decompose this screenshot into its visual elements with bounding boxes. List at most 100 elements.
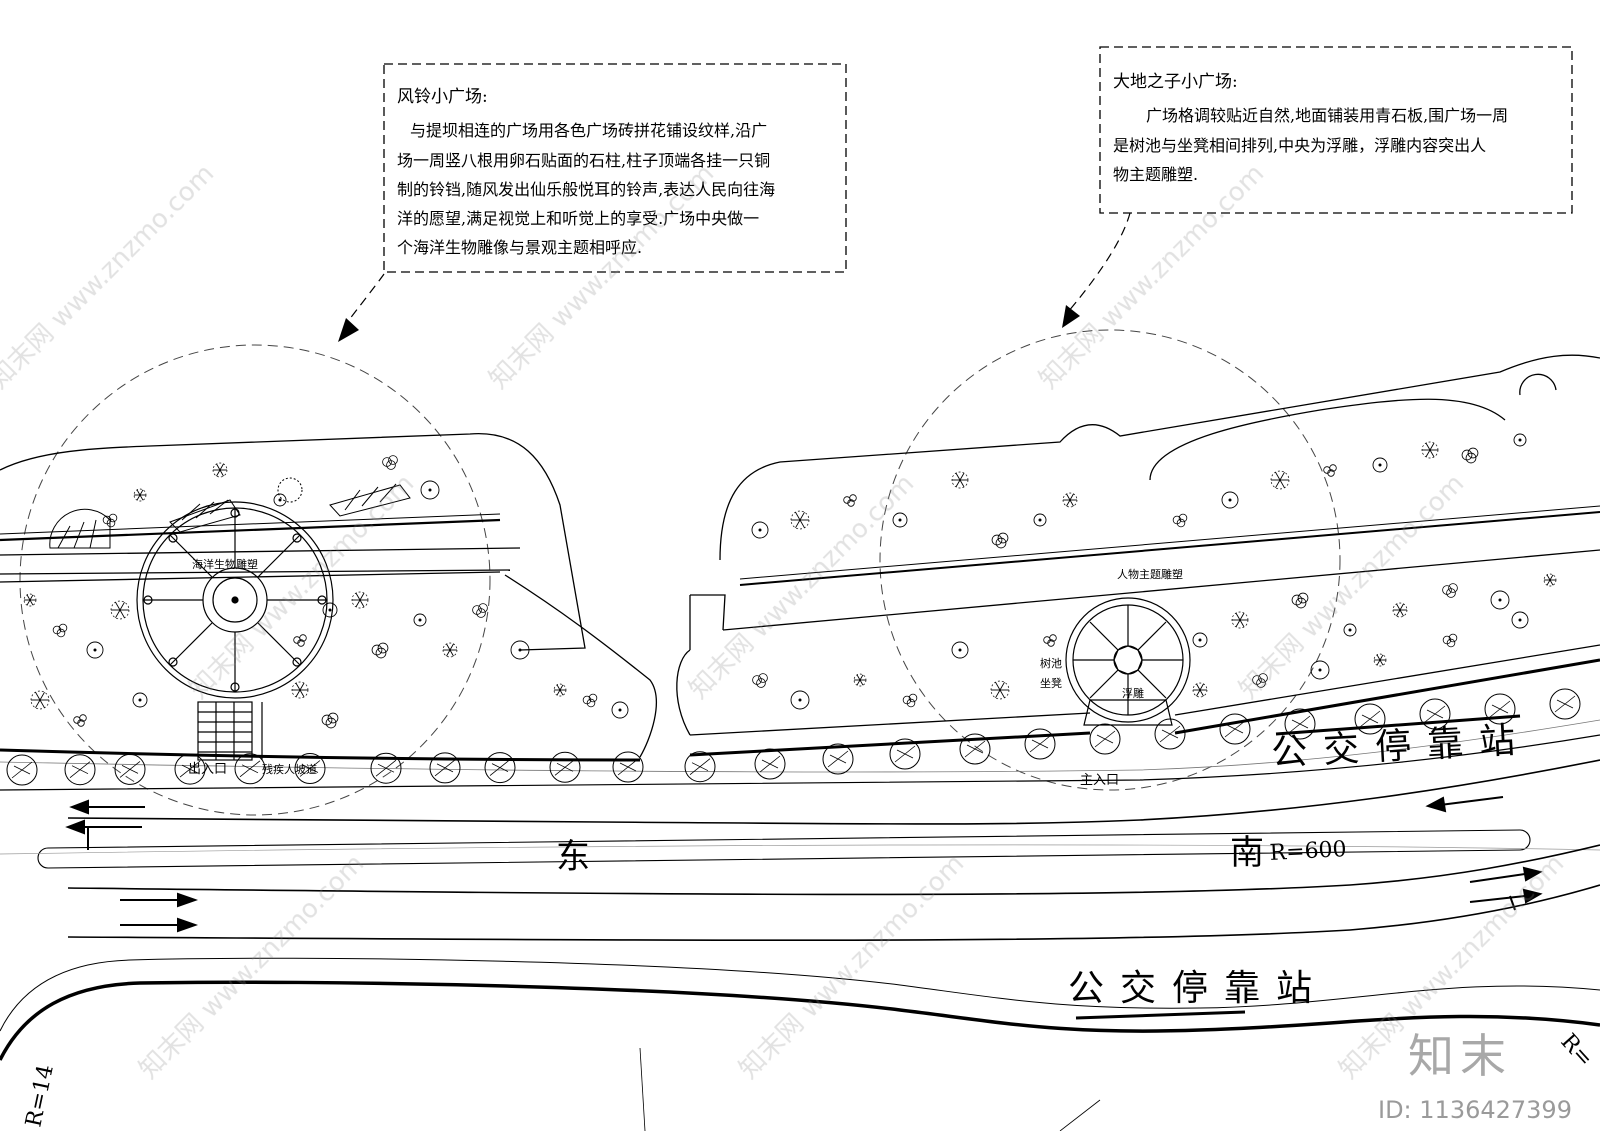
note-line: 制的铃铛,随风发出仙乐般悦耳的铃声,表达人民向往海 [397, 180, 775, 199]
shrub-icon [902, 693, 918, 708]
label-bus-stop-bottom: 公交停靠站 [1068, 968, 1328, 1009]
tree-symbol-icon [1154, 718, 1186, 750]
shrub-icon [1513, 433, 1527, 447]
shrub-icon [382, 455, 398, 470]
label-radius-14: R=14 [21, 1062, 59, 1129]
label-south: 南 [1230, 833, 1264, 873]
shrub-icon [293, 634, 307, 647]
tree-symbol-icon [549, 751, 581, 783]
watermark-text: 知末网 www.znzmo.com [0, 159, 220, 395]
shrub-icon [351, 591, 369, 609]
right-landscape-band [676, 354, 1600, 757]
tree-symbol-icon [1484, 693, 1516, 725]
label-ramp: 残疾人坡道 [262, 762, 317, 776]
shrub-icon [582, 693, 598, 708]
shrub-icon [86, 641, 104, 659]
tree-symbol-icon [754, 748, 786, 780]
ocean-sculpture-wheel [136, 501, 334, 761]
shrub-icon [1490, 590, 1510, 610]
shrub-icon [291, 681, 309, 699]
shrub-icon [951, 641, 969, 659]
shrub-icon [991, 532, 1009, 549]
tree-symbol-icon [294, 753, 326, 784]
shrub-icon [1172, 513, 1188, 528]
arrowhead-icon [338, 318, 359, 342]
shrub-icon [1373, 653, 1387, 667]
watermark-text: 知末网 www.znzmo.com [1234, 469, 1470, 705]
shrub-icon [1343, 623, 1357, 637]
watermark-brand: 知末 [1408, 1029, 1512, 1083]
shrub-icon [1033, 513, 1047, 527]
shrub-icon [321, 712, 339, 729]
shrub-icon [212, 462, 228, 478]
road-lines [0, 714, 1600, 1131]
tree-symbol-icon [64, 754, 96, 786]
watermark-text: 知末网 www.znzmo.com [684, 469, 920, 705]
shrub-icon [990, 680, 1010, 700]
tree-symbol-icon [370, 752, 402, 784]
shrub-icon [133, 488, 147, 502]
note-line: 场一周竖八根用卵石贴面的石柱,柱子顶端各挂一只铜 [397, 151, 770, 170]
tree-symbol-icon [959, 733, 991, 765]
note-line: 广场格调较贴近自然,地面铺装用青石板,围广场一周 [1146, 106, 1508, 125]
shrub-icon [1392, 602, 1408, 618]
label-tree-pit: 树池 [1040, 656, 1062, 670]
shrub-icon [1291, 592, 1309, 609]
shrub-icon [510, 640, 530, 660]
shrub-icon [1461, 447, 1479, 464]
shrub-icon [611, 701, 629, 719]
note-line: 个海洋生物雕像与景观主题相呼应. [397, 238, 642, 257]
shrub-icon [1192, 632, 1208, 648]
street-tree-row [6, 688, 1581, 786]
figure-sculpture-plaza [1065, 597, 1191, 726]
shrub-icon [1043, 634, 1057, 647]
tree-symbol-icon [114, 753, 146, 785]
leader-arrows [344, 212, 1131, 326]
shrub-icon [1421, 441, 1439, 459]
label-relief: 浮雕 [1122, 686, 1144, 700]
shrub-icon [752, 673, 768, 688]
shrub-icon [1372, 457, 1388, 473]
shrub-icon [790, 510, 810, 530]
plan-labels: 海洋生物雕塑 出入口 残疾人坡道 人物主题雕塑 树池 坐凳 浮雕 主入口 [188, 557, 1183, 788]
shrub-icon [853, 673, 867, 687]
shrub-icon [1310, 660, 1330, 680]
arrowhead-icon [1062, 305, 1080, 328]
shrub-icon [273, 493, 287, 507]
traffic-arrows [65, 796, 1543, 933]
label-bench: 坐凳 [1040, 676, 1062, 690]
paving-pattern [49, 477, 411, 549]
shrub-icon [52, 623, 68, 638]
tree-symbol-icon [429, 752, 461, 784]
tree-symbol-icon [1219, 713, 1251, 745]
shrub-icon [413, 613, 427, 627]
tree-symbol-icon [612, 751, 644, 783]
shrub-icon [553, 683, 567, 697]
note-line: 洋的愿望,满足视觉上和听觉上的享受.广场中央做一 [397, 209, 759, 228]
plaza-scope-circle-right [879, 329, 1341, 791]
shrub-icon [102, 513, 118, 528]
label-bus-stop-top: 公交停靠站 [1270, 719, 1532, 774]
note-line: 是树池与坐凳相间排列,中央为浮雕，浮雕内容突出人 [1113, 136, 1486, 155]
shrub-icon [1270, 470, 1290, 490]
watermark-text: 知末网 www.znzmo.com [134, 849, 370, 1085]
shrub-icon [73, 714, 87, 727]
left-landscape-band [0, 433, 657, 762]
shrub-icon [1062, 492, 1078, 508]
tree-symbol-icon [1354, 703, 1386, 735]
tree-symbol-icon [1549, 688, 1581, 720]
shrub-icon [1442, 633, 1458, 648]
shrub-icon [132, 692, 148, 708]
shrub-icon [1442, 583, 1458, 598]
shrub-icon [371, 642, 389, 659]
note-box-wind-chime: 风铃小广场: 与提坝相连的广场用各色广场砖拼花铺设纹样,沿广 场一周竖八根用卵石… [383, 63, 847, 273]
label-ocean-sculpture: 海洋生物雕塑 [192, 557, 258, 571]
note-title-earth-son: 大地之子小广场: [1113, 72, 1238, 92]
tree-symbol-icon [1024, 728, 1056, 760]
tree-symbol-icon [684, 751, 716, 783]
tree-symbol-icon [889, 738, 921, 770]
note-line: 与提坝相连的广场用各色广场砖拼花铺设纹样,沿广 [410, 121, 767, 140]
shrub-icon [472, 603, 488, 618]
shrub-icon [23, 593, 37, 607]
label-figure-sculpture: 人物主题雕塑 [1117, 567, 1183, 581]
